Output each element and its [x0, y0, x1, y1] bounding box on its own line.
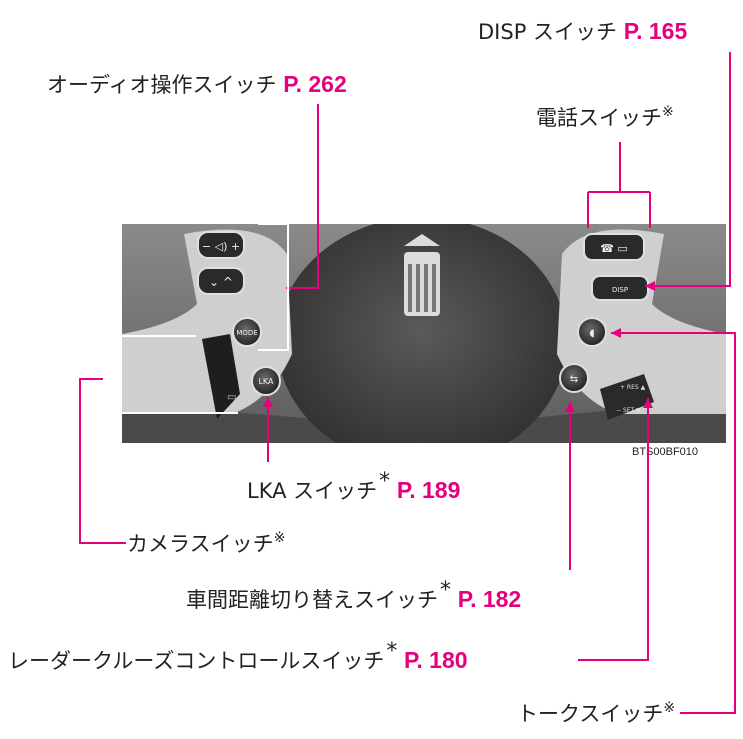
- lka-arrow: [263, 397, 273, 407]
- talk-note-mark: ※: [663, 700, 676, 716]
- mode-button[interactable]: [232, 317, 262, 347]
- cruise-control-lever[interactable]: [600, 374, 654, 420]
- disp-leader: [645, 52, 731, 287]
- disp-page-ref[interactable]: P. 165: [623, 18, 688, 44]
- camera-callout: カメラスイッチ※: [127, 530, 286, 556]
- distance-button-icon: ⇆: [570, 374, 578, 385]
- camera-note-mark: ※: [273, 530, 286, 546]
- distance-callout: 車間距離切り替えスイッチ* P. 182: [186, 579, 522, 613]
- distance-page-ref[interactable]: P. 182: [457, 586, 522, 612]
- talk-leader: [611, 332, 736, 714]
- radar-leader: [578, 398, 649, 661]
- mode-button-label: MODE: [236, 329, 257, 337]
- disp-arrow: [645, 281, 655, 291]
- crown-emblem: [404, 234, 440, 316]
- volume-button-label: − ◁) +: [202, 240, 240, 253]
- radar-page-ref[interactable]: P. 180: [404, 647, 468, 673]
- audio-page-ref[interactable]: P. 262: [283, 71, 347, 97]
- radar-note-star: *: [386, 639, 398, 664]
- lka-note-star: *: [379, 469, 391, 494]
- camera-callout-text: カメラスイッチ: [127, 532, 274, 556]
- phone-note-mark: ※: [662, 104, 674, 120]
- cruise-res-label: + RES ▲: [620, 384, 646, 391]
- audio-bracket: [258, 223, 289, 351]
- distance-callout-text: 車間距離切り替えスイッチ: [186, 588, 438, 612]
- lka-page-ref[interactable]: P. 189: [396, 477, 461, 503]
- radar-callout: レーダークルーズコントロールスイッチ* P. 180: [8, 640, 468, 674]
- lka-callout: LKA スイッチ* P. 189: [247, 470, 461, 504]
- disp-button[interactable]: [591, 275, 649, 301]
- lka-button-label: LKA: [258, 377, 274, 386]
- phone-buttons[interactable]: [583, 233, 645, 261]
- talk-callout-text: トークスイッチ: [517, 702, 664, 726]
- phone-buttons-icon: ☎ ▭: [600, 242, 628, 255]
- distance-note-star: *: [440, 578, 451, 603]
- lka-callout-text: LKA スイッチ: [247, 479, 378, 503]
- talk-arrow: [611, 328, 621, 338]
- lka-button[interactable]: [251, 366, 281, 396]
- talk-button[interactable]: [577, 317, 607, 347]
- volume-button[interactable]: [197, 231, 245, 259]
- cruise-set-label: − SET ▼: [616, 407, 641, 414]
- seek-button[interactable]: [197, 267, 245, 295]
- audio-leader: [286, 104, 319, 289]
- distance-button[interactable]: [559, 363, 589, 393]
- disp-callout: DISP スイッチ P. 165: [478, 19, 687, 44]
- camera-leader: [79, 378, 126, 544]
- audio-callout: オーディオ操作スイッチ P. 262: [47, 72, 347, 97]
- phone-callout-text: 電話スイッチ: [536, 106, 662, 130]
- audio-callout-text: オーディオ操作スイッチ: [47, 73, 277, 97]
- seek-button-icon: ⌄ ^: [209, 275, 233, 289]
- camera-button-icon[interactable]: ▭: [227, 392, 236, 403]
- talk-button-icon: ◖: [589, 328, 594, 339]
- radar-arrow: [643, 398, 653, 408]
- camera-bracket: [103, 335, 238, 414]
- phone-leader: [587, 142, 651, 228]
- disp-callout-text: DISP スイッチ: [478, 20, 618, 44]
- distance-arrow: [565, 402, 575, 412]
- talk-callout: トークスイッチ※: [517, 700, 676, 726]
- phone-callout: 電話スイッチ※: [536, 104, 674, 130]
- radar-callout-text: レーダークルーズコントロールスイッチ: [8, 649, 385, 673]
- disp-button-label: DISP: [612, 286, 628, 294]
